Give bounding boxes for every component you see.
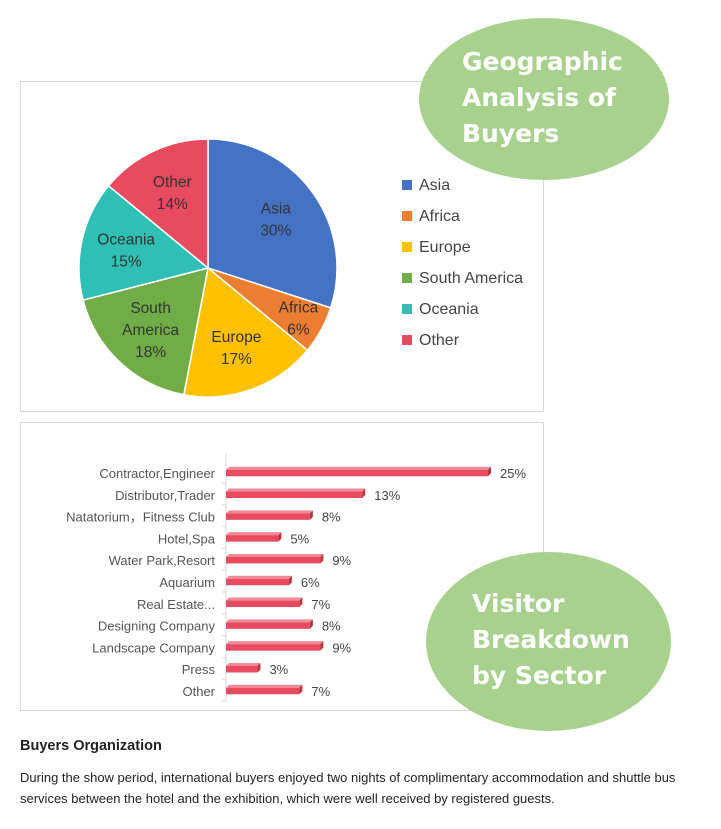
legend-swatch-africa (402, 211, 412, 221)
geographic-title-line-3: Buyers (462, 119, 560, 148)
bar-category-label-natatorium-fitness-club: Natatorium，Fitness Club (66, 510, 215, 525)
bar-natatorium-fitness-club (226, 510, 313, 520)
bar-value-label-press: 3% (269, 662, 288, 677)
bar-value-label-aquarium: 6% (301, 575, 320, 590)
visitor-title-bubble: Visitor Breakdown by Sector (426, 552, 671, 731)
bar-hotel-spa (226, 532, 282, 542)
legend-swatch-south-america (402, 273, 412, 283)
visitor-title-line-1: Visitor (472, 589, 565, 618)
bar-category-label-water-park-resort: Water Park,Resort (109, 553, 216, 568)
geographic-title-line-1: Geographic (462, 47, 623, 76)
bar-category-label-press: Press (182, 662, 216, 677)
bar-real-estate (226, 597, 303, 608)
bar-water-park-resort (226, 553, 324, 564)
legend-swatch-asia (402, 180, 412, 190)
visitor-title-line-2: Breakdown (472, 625, 630, 654)
legend-label-europe: Europe (419, 239, 471, 256)
bar-chart: Contractor,Engineer 25% Distributor,Trader… (66, 453, 526, 702)
bar-category-label-contractor-engineer: Contractor,Engineer (99, 466, 215, 481)
bar-value-label-water-park-resort: 9% (332, 553, 351, 568)
buyers-organization-text: During the show period, international bu… (20, 770, 676, 806)
visitor-title-line-3: by Sector (472, 661, 607, 690)
bar-value-label-designing-company: 8% (322, 619, 341, 634)
bar-distributor-trader (226, 488, 366, 499)
bar-contractor-engineer (226, 466, 491, 477)
bar-category-label-hotel-spa: Hotel,Spa (158, 531, 216, 546)
bar-value-label-distributor-trader: 13% (374, 488, 400, 503)
bar-category-label-other: Other (182, 684, 215, 699)
bar-other (226, 684, 303, 695)
legend-label-asia: Asia (419, 177, 450, 194)
bar-category-label-landscape-company: Landscape Company (92, 640, 215, 655)
pie-slice-oceania (78, 184, 210, 301)
legend-label-oceania: Oceania (419, 301, 479, 318)
bar-category-label-distributor-trader: Distributor,Trader (115, 488, 216, 503)
bar-category-label-designing-company: Designing Company (98, 619, 216, 634)
bar-value-label-landscape-company: 9% (332, 640, 351, 655)
bar-category-label-aquarium: Aquarium (159, 575, 215, 590)
buyers-organization-heading: Buyers Organization (20, 738, 162, 754)
legend-swatch-europe (402, 242, 412, 252)
bar-landscape-company (226, 641, 324, 651)
bar-value-label-real-estate: 7% (311, 597, 330, 612)
geographic-title-line-2: Analysis of (462, 83, 616, 112)
bar-value-label-other: 7% (311, 684, 330, 699)
bar-designing-company (226, 619, 313, 629)
legend-label-other: Other (419, 332, 460, 349)
bar-value-label-contractor-engineer: 25% (500, 466, 526, 481)
pie-slice-south-america (82, 266, 209, 396)
legend-label-south-america: South America (419, 270, 523, 287)
bar-aquarium (226, 575, 292, 586)
bar-press (226, 662, 261, 673)
bar-value-label-hotel-spa: 5% (290, 531, 309, 546)
pie-slice-europe (182, 266, 309, 398)
geographic-title-bubble: Geographic Analysis of Buyers (419, 18, 669, 180)
pie-slice-asia (207, 138, 338, 309)
legend-swatch-oceania (402, 304, 412, 314)
bar-value-label-natatorium-fitness-club: 8% (322, 510, 341, 525)
bar-category-label-real-estate: Real Estate... (137, 597, 215, 612)
legend-label-africa: Africa (419, 208, 460, 225)
pie-slice-other (107, 138, 209, 270)
legend-swatch-other (402, 335, 412, 345)
